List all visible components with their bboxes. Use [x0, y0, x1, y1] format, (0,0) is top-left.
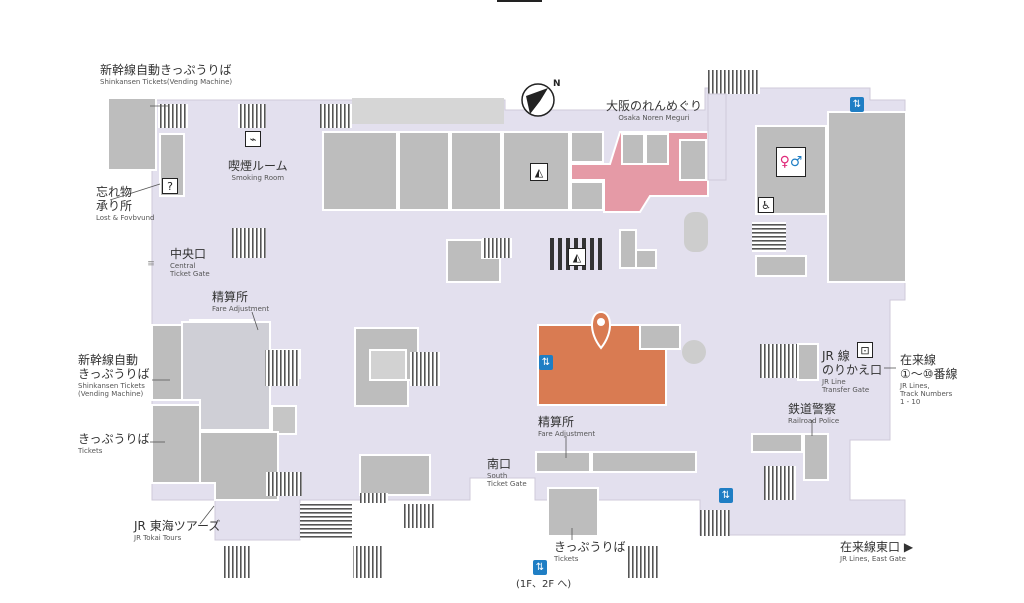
label-east-gate[interactable]: 在来線東口 ▶ JR Lines, East Gate — [840, 540, 914, 563]
elevator-icon: ⇅ — [533, 560, 547, 575]
elevator-icon: ⇅ — [539, 355, 553, 370]
escalator-icon: ◭ — [530, 163, 548, 181]
label-south-gate: 南口 South Ticket Gate — [487, 457, 527, 488]
label-osaka-noren-meguri: 大阪のれんめぐり Osaka Noren Meguri — [606, 99, 703, 122]
label-tickets-left: きっぷうりば Tickets — [78, 432, 150, 455]
label-jr-tokai-tours: JR 東海ツアーズ JR Tokai Tours — [134, 519, 221, 542]
label-shinkansen-tickets-left: 新幹線自動 きっぷうりば Shinkansen Tickets (Vending… — [78, 353, 150, 398]
label-lost-found: 忘れ物 承り所 Lost & Fovbvund — [96, 185, 155, 222]
label-floor-note: (1F、2F へ) — [516, 579, 572, 590]
current-location-pin-icon — [591, 310, 611, 350]
label-track-lines: 在来線 ①〜⑩番線 JR Lines, Track Numbers 1 - 10 — [900, 353, 958, 406]
elevator-icon: ⇅ — [719, 488, 733, 503]
lost-found-icon: ? — [162, 178, 178, 194]
smoking-room-icon: ⌁ — [245, 131, 261, 147]
label-jr-transfer-gate: JR 線 のりかえ口 JR Line Transfer Gate — [822, 349, 883, 394]
restroom-icon: ♀♂ — [776, 147, 806, 177]
label-tickets-bottom: きっぷうりば Tickets — [554, 540, 626, 563]
elevator-icon: ⇅ — [850, 97, 864, 112]
rail-police-icon: ⊡ — [857, 342, 873, 358]
label-fare-adjustment-center: 精算所 Fare Adjustment — [538, 415, 596, 438]
label-railroad-police: 鉄道警察 Railroad Police — [788, 402, 840, 425]
accessible-restroom-icon: ♿ — [758, 197, 774, 213]
label-central-gate: 中央口 Central Ticket Gate — [170, 247, 210, 278]
svg-text:N: N — [553, 79, 561, 89]
label-smoking-room: 喫煙ルーム Smoking Room — [228, 159, 288, 182]
north-compass-icon: N — [521, 79, 561, 117]
noren-meguri-area — [570, 131, 709, 213]
water-fountain-icon: ≡ — [147, 259, 155, 269]
label-shinkansen-tickets-top: 新幹線自動きっぷうりば Shinkansen Tickets(Vending M… — [100, 63, 233, 86]
label-fare-adjustment-left: 精算所 Fare Adjustment — [212, 290, 270, 313]
escalator-icon: ◭ — [568, 248, 586, 266]
